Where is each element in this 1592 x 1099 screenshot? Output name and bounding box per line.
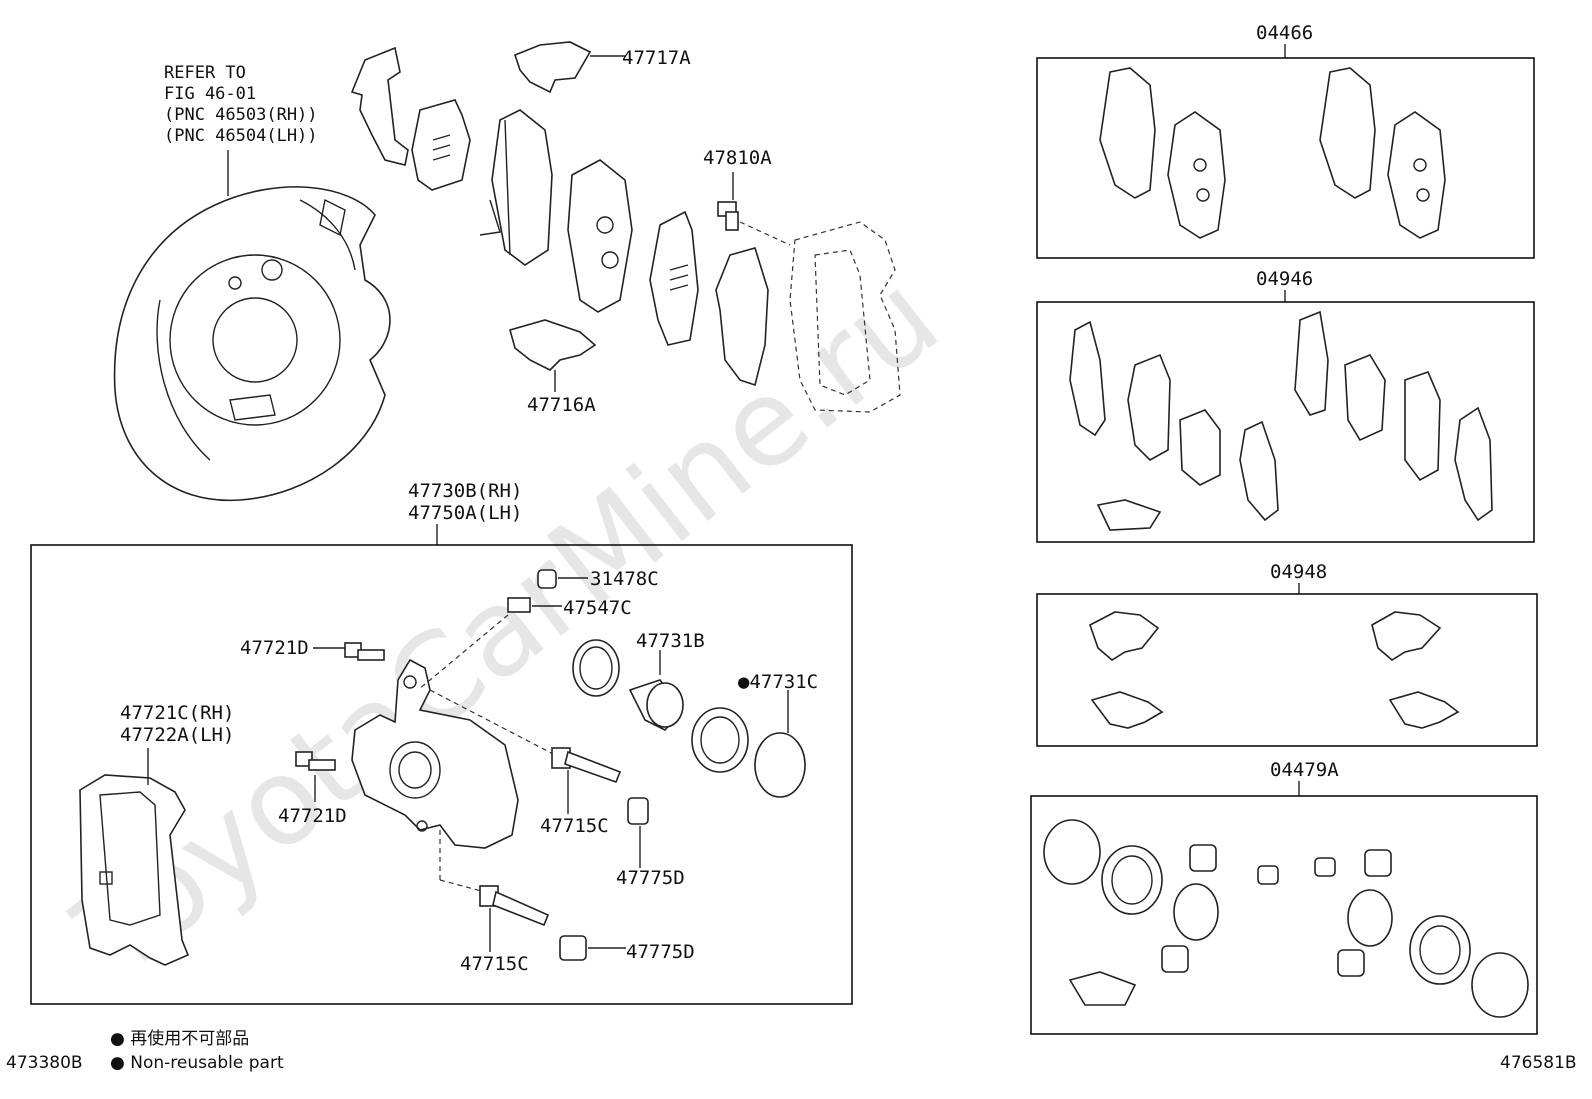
piston-seal-47731C[interactable] [754,732,806,798]
anti-squeal-shim-inner[interactable] [411,99,471,191]
piston-seal-47731B[interactable] [572,639,620,697]
label-47731B[interactable]: 47731B [636,630,705,652]
slide-pin-47715C-lower[interactable] [479,885,550,927]
pad-support-plate-lower[interactable] [509,319,597,371]
boot-47775D-lower[interactable] [559,935,587,961]
label-kit-04466[interactable]: 04466 [1256,22,1313,44]
label-47775D-lower[interactable]: 47775D [626,941,695,963]
label-47750A[interactable]: 47750A(LH) [408,502,522,524]
label-47721D-upper[interactable]: 47721D [240,637,309,659]
label-47775D-upper[interactable]: 47775D [616,867,685,889]
legend-en: ● Non-reusable part [110,1053,284,1073]
label-47716A[interactable]: 47716A [527,394,596,416]
footer-right-code: 476581B [1500,1053,1577,1073]
label-47810A[interactable]: 47810A [703,147,772,169]
brake-pad-outer[interactable] [479,109,553,266]
label-31478C[interactable]: 31478C [590,568,659,590]
piston[interactable] [628,679,684,731]
label-47715C-upper[interactable]: 47715C [540,815,609,837]
caliper-assembly-frame [30,544,853,1005]
bleeder-plug-47547C[interactable] [507,597,531,613]
label-47731C[interactable]: ●47731C [738,671,818,693]
refer-line-3[interactable]: (PNC 46503(RH)) [164,105,318,125]
label-kit-04946[interactable]: 04946 [1256,268,1313,290]
kit-04948-frame [1036,593,1538,747]
mounting-bracket-47721C[interactable] [79,774,190,966]
bolt-47721D-lower[interactable] [295,751,336,771]
kit-04479A-seals[interactable] [1043,819,1529,1018]
bleeder-cap-31478C[interactable] [537,569,557,589]
label-47730B[interactable]: 47730B(RH) [408,480,522,502]
label-47547C[interactable]: 47547C [563,597,632,619]
boot-47775D-upper[interactable] [627,797,649,825]
refer-line-2: FIG 46-01 [164,84,256,104]
refer-line-4[interactable]: (PNC 46504(LH)) [164,126,318,146]
pad-support-plate-upper[interactable] [514,41,592,94]
kit-04466-pads[interactable] [1099,67,1446,239]
kit-04479A-frame [1030,795,1538,1035]
kit-04946-shims[interactable] [1069,310,1493,531]
legend-jp: ● 再使用不可部品 [110,1028,249,1049]
bolt-47721D-upper[interactable] [344,642,385,661]
label-47721C[interactable]: 47721C(RH) [120,702,234,724]
bolt-47810A[interactable] [717,201,739,231]
caliper-body[interactable] [351,658,519,849]
label-47721D-lower[interactable]: 47721D [278,805,347,827]
refer-line-1: REFER TO [164,63,246,83]
kit-04948-clips[interactable] [1089,611,1460,729]
footer-left-code: 473380B [6,1053,83,1073]
caliper-mounting-bracket[interactable] [789,221,901,413]
brake-pad-inner[interactable] [567,159,633,313]
anti-squeal-shim-3[interactable] [649,210,699,346]
kit-04946-frame [1036,301,1535,543]
kit-04466-frame [1036,57,1535,259]
slide-pin-47715C-upper[interactable] [551,747,622,784]
cylinder-boot[interactable] [691,707,749,773]
anti-squeal-shim-4[interactable] [715,247,769,387]
label-47722A[interactable]: 47722A(LH) [120,724,234,746]
dust-shield[interactable] [113,186,391,502]
label-kit-04479A[interactable]: 04479A [1270,759,1339,781]
anti-squeal-shim-outer[interactable] [350,46,409,166]
label-kit-04948[interactable]: 04948 [1270,561,1327,583]
label-47715C-lower[interactable]: 47715C [460,953,529,975]
label-47717A[interactable]: 47717A [622,47,691,69]
